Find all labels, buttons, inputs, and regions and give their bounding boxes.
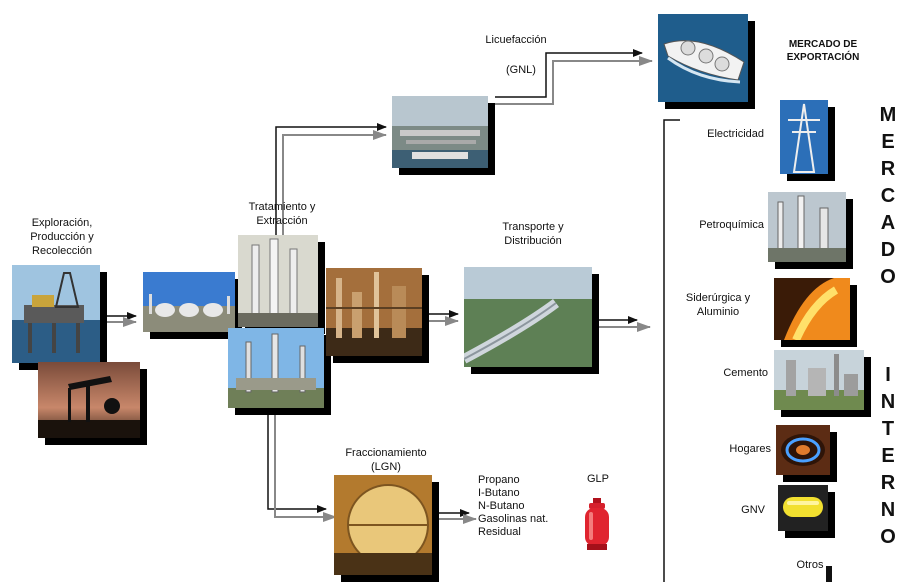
steel-photo — [774, 278, 850, 340]
glp-cylinder-icon — [583, 498, 611, 550]
letter: T — [881, 418, 895, 440]
transport-label: Transporte y Distribución — [478, 220, 588, 248]
otros-marker — [826, 566, 832, 582]
market-item-electricidad: Electricidad — [707, 128, 764, 140]
treatment-label-line2: Extracción — [256, 215, 308, 227]
arrow-pipeline-to-market — [596, 316, 651, 332]
letter: E — [881, 131, 895, 153]
liquefaction-label: Licuefacción — [485, 34, 547, 46]
exploration-label-line2: Producción y — [30, 231, 94, 243]
products-list: Propano I-Butano N-Butano Gasolinas nat.… — [478, 474, 548, 539]
gnv-photo — [778, 485, 828, 531]
letter: I — [885, 364, 891, 386]
petrochemical-photo — [768, 192, 846, 262]
internal-market-bracket — [663, 119, 680, 582]
product-propano: Propano — [478, 474, 520, 486]
letter: R — [880, 158, 896, 180]
lng-plant-photo — [392, 96, 488, 168]
export-market-label: MERCADO DE EXPORTACIÓN — [768, 38, 878, 64]
arrow-treatment-to-lng-plant — [275, 123, 387, 235]
arrow-refinery-to-pipeline — [426, 310, 459, 326]
vertical-word-mercado: M E R C A D O — [876, 102, 900, 291]
gas-station-photo — [143, 272, 235, 332]
market-item-petroquimica: Petroquímica — [699, 219, 764, 231]
cement-photo — [774, 350, 864, 410]
market-item-siderurgica-line2: Aluminio — [696, 306, 740, 318]
treatment-label: Tratamiento y Extracción — [232, 200, 332, 228]
treatment-plant-photo — [238, 235, 318, 327]
electricity-photo — [780, 100, 828, 174]
letter: R — [880, 472, 896, 494]
letter: D — [880, 239, 896, 261]
lng-tanker-photo — [658, 14, 748, 102]
transport-label-line1: Transporte y — [502, 221, 564, 233]
treatment-label-line1: Tratamiento y — [248, 201, 316, 213]
letter: M — [879, 104, 897, 126]
letter: N — [880, 499, 896, 521]
export-market-line1: MERCADO DE — [788, 39, 858, 50]
letter: O — [880, 266, 896, 288]
processing-plant-photo — [228, 328, 324, 408]
fractionation-plant-photo — [334, 475, 432, 575]
export-market-line2: EXPORTACIÓN — [786, 52, 860, 63]
gnl-label: (GNL) — [506, 64, 536, 76]
fractionation-label: Fraccionamiento (LGN) — [336, 446, 436, 474]
exploration-label-line1: Exploración, — [31, 217, 93, 229]
product-n-butano: N-Butano — [478, 500, 525, 512]
market-item-siderurgica: Siderúrgica y Aluminio — [675, 291, 761, 319]
market-item-cemento: Cemento — [723, 367, 768, 379]
letter: E — [881, 445, 895, 467]
vertical-word-interno: I N T E R N O — [876, 362, 900, 551]
fractionation-label-line2: (LGN) — [371, 461, 401, 473]
market-item-hogares: Hogares — [729, 443, 771, 455]
pumpjack-photo — [38, 362, 140, 438]
market-item-siderurgica-line1: Siderúrgica y — [685, 292, 751, 304]
letter: A — [880, 212, 896, 234]
arrow-exploration-to-station — [105, 312, 137, 327]
arrow-lng-plant-to-ship — [495, 49, 653, 105]
market-item-gnv: GNV — [741, 504, 765, 516]
glp-label: GLP — [586, 473, 609, 485]
offshore-platform-photo — [12, 265, 100, 363]
letter: N — [880, 391, 896, 413]
product-gasolinas: Gasolinas nat. — [478, 513, 549, 525]
arrow-fractionation-to-products — [438, 509, 477, 524]
letter: O — [880, 526, 896, 548]
product-residual: Residual — [478, 526, 521, 538]
exploration-label-line3: Recolección — [32, 245, 92, 257]
refinery-photo — [326, 268, 422, 356]
transport-label-line2: Distribución — [504, 235, 562, 247]
fractionation-label-line1: Fraccionamiento — [345, 447, 427, 459]
arrow-treatment-to-fractionation — [267, 415, 337, 522]
pipeline-photo — [464, 267, 592, 367]
letter: C — [880, 185, 896, 207]
product-i-butano: I-Butano — [478, 487, 520, 499]
market-item-otros: Otros — [796, 559, 824, 571]
exploration-label: Exploración, Producción y Recolección — [8, 216, 116, 258]
homes-photo — [776, 425, 830, 475]
